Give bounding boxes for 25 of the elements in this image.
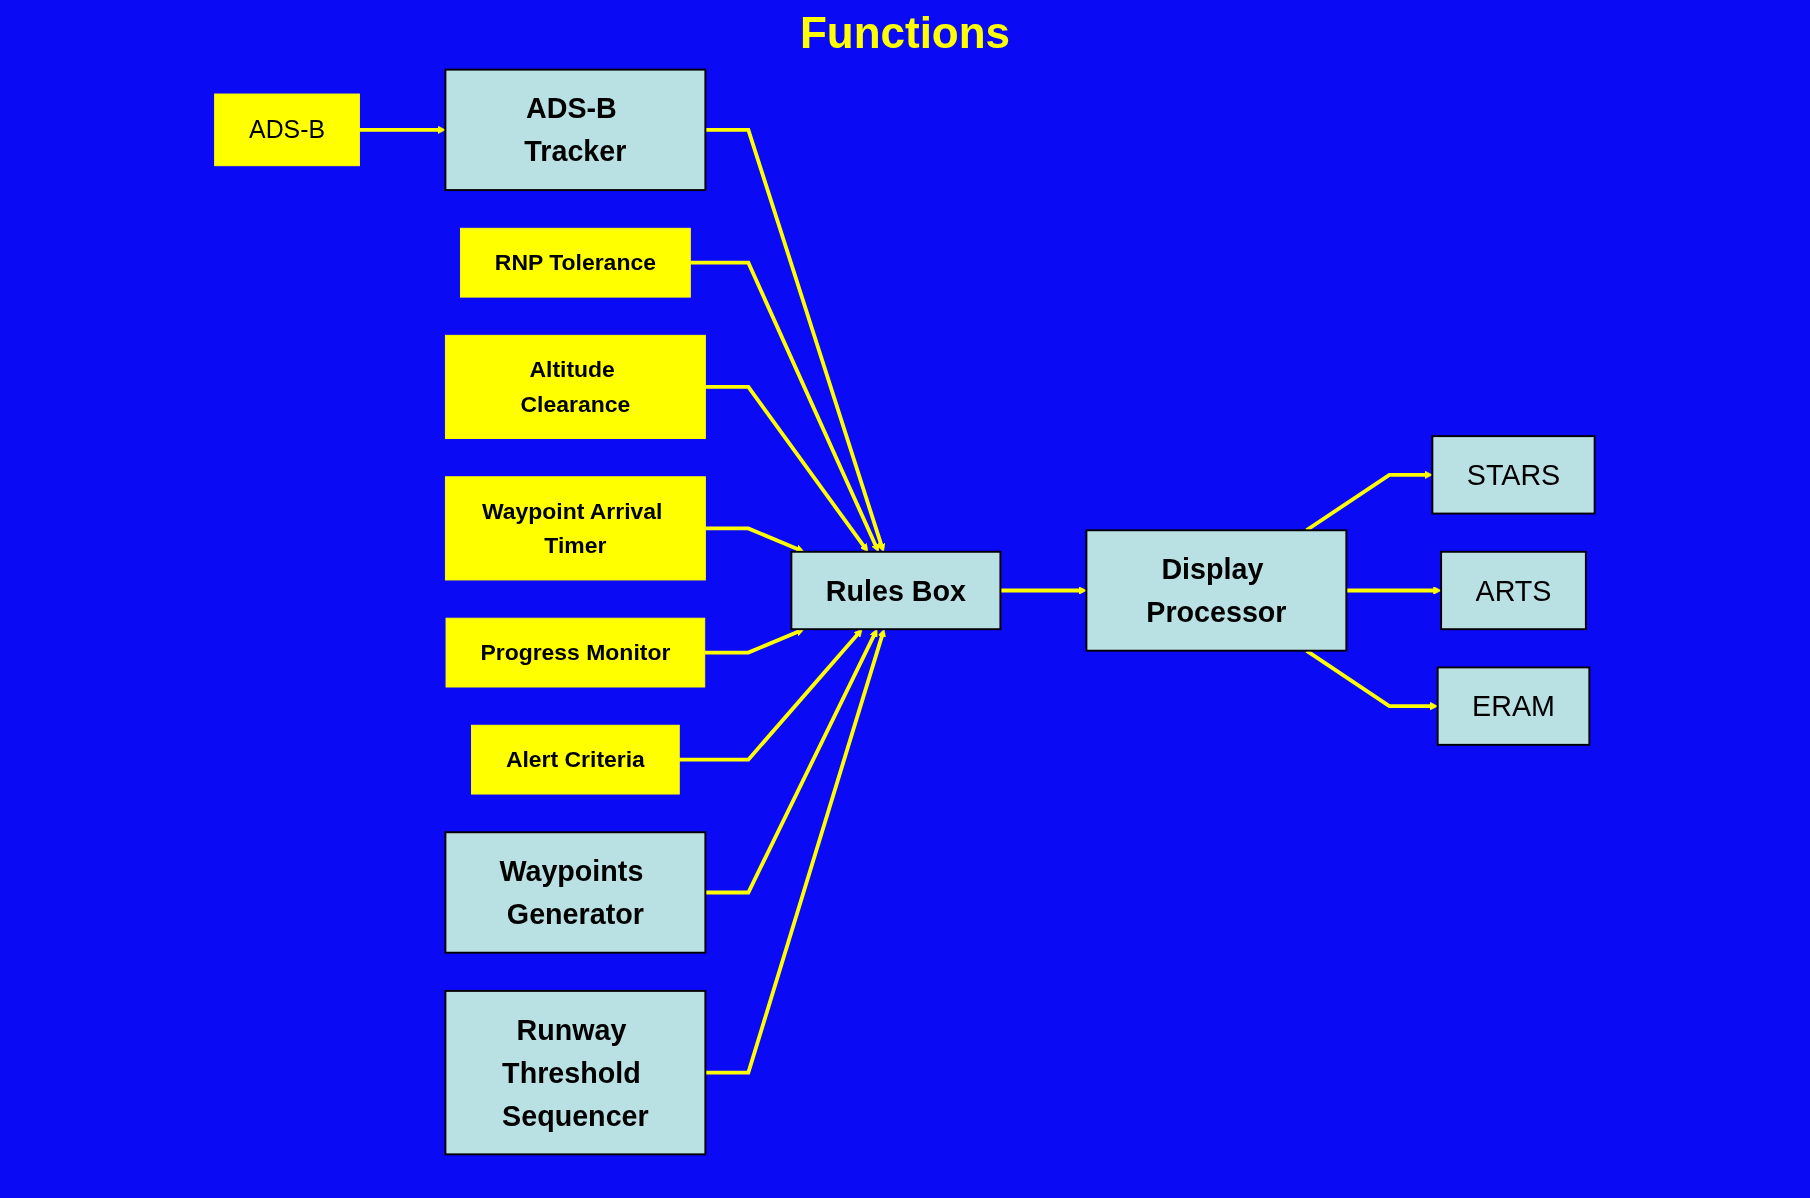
arrow [705, 385, 869, 553]
node-box: Alert Criteria [471, 724, 681, 795]
node-box: ADS-B Tracker [444, 68, 707, 191]
node-box: Waypoint Arrival Timer [445, 476, 707, 581]
node-box: Progress Monitor [445, 617, 706, 688]
arrow [705, 127, 886, 553]
arrow [705, 628, 887, 1075]
node-box: Rules Box [790, 550, 1002, 631]
node-box: RNP Tolerance [460, 227, 692, 298]
diagram-title: Functions [798, 8, 1012, 58]
arrow [1305, 649, 1439, 711]
node-box: STARS [1431, 435, 1596, 515]
arrow [705, 526, 805, 553]
node-box: ARTS [1440, 550, 1588, 631]
node-box: Altitude Clearance [445, 334, 707, 440]
node-box: ADS-B [214, 93, 361, 167]
node-box: ERAM [1437, 666, 1591, 746]
node-box: Display Processor [1085, 529, 1348, 652]
arrow [705, 628, 805, 655]
arrow [705, 628, 878, 895]
arrow [679, 628, 863, 762]
arrow [690, 260, 880, 553]
arrow [1346, 586, 1442, 595]
node-box: Runway Threshold Sequencer [444, 989, 707, 1156]
node-box: Waypoints Generator [444, 831, 707, 954]
